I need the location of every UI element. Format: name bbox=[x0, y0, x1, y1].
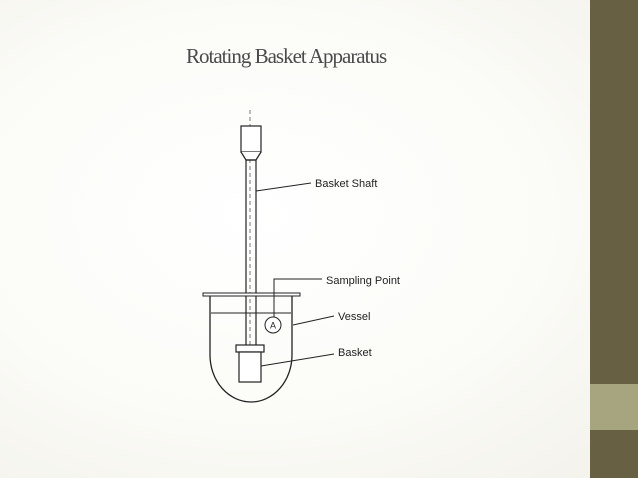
vessel-flange bbox=[202, 292, 301, 297]
drive-head bbox=[240, 125, 262, 153]
sampling-marker-label: A bbox=[270, 321, 276, 331]
label-basket-shaft: Basket Shaft bbox=[315, 178, 377, 190]
apparatus-diagram: A Basket Shaft Sampling Point Vessel Bas… bbox=[202, 110, 400, 403]
basket-body bbox=[238, 351, 262, 383]
leader-vessel bbox=[292, 315, 335, 326]
sampling-marker-circle bbox=[264, 316, 282, 334]
label-basket: Basket bbox=[338, 347, 372, 359]
basket-cap bbox=[235, 344, 265, 353]
drive-taper bbox=[240, 151, 262, 161]
leader-basket bbox=[260, 353, 335, 367]
sidebar-accent-block bbox=[590, 384, 638, 430]
slide-title: Rotating Basket Apparatus bbox=[186, 44, 387, 68]
label-vessel: Vessel bbox=[338, 311, 370, 323]
vessel-body bbox=[209, 296, 293, 403]
label-sampling-point: Sampling Point bbox=[326, 275, 400, 287]
basket-shaft bbox=[245, 159, 257, 347]
leader-basket-shaft bbox=[255, 182, 312, 192]
sampling-tube bbox=[273, 278, 322, 318]
